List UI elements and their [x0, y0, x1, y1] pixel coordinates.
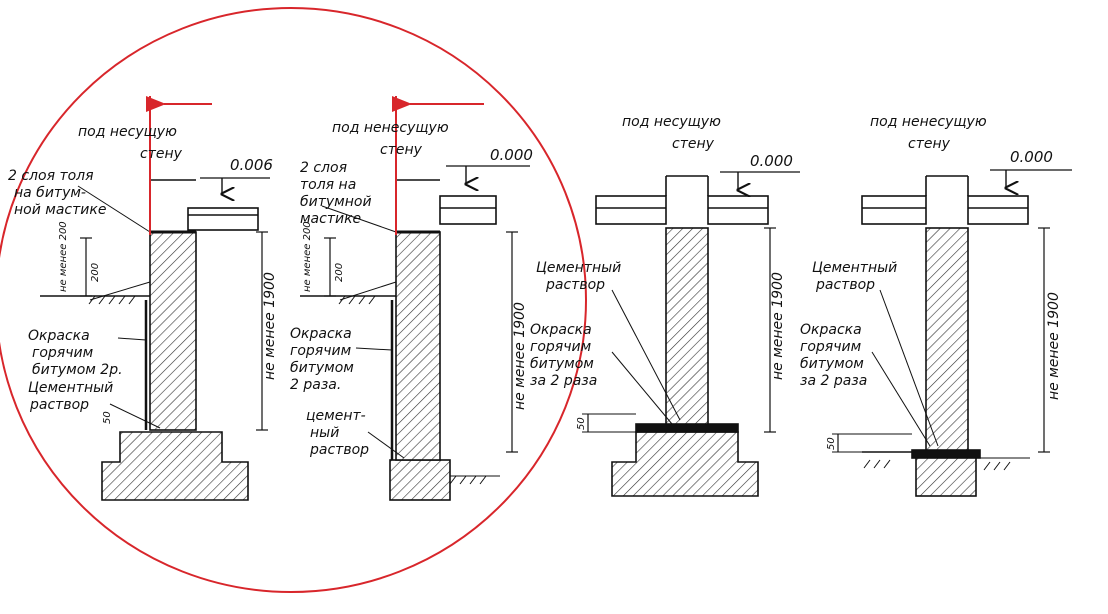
- s2-title-2: стену: [380, 142, 423, 158]
- wall-2: [395, 231, 441, 461]
- s2-paint-1: Окраска: [290, 326, 352, 342]
- s4-title-2: стену: [908, 136, 951, 152]
- s3-elevation: 0.000: [750, 152, 793, 170]
- s2-paint-4: 2 раза.: [290, 377, 341, 393]
- s2-elevation: 0.000: [490, 146, 533, 164]
- section-3: [582, 171, 800, 497]
- s2-min200-dim: не менее 200: [302, 221, 313, 292]
- wall-4: [925, 227, 969, 451]
- s3-paint-4: за 2 раза: [530, 373, 597, 389]
- s4-50-dim: 50: [826, 437, 837, 450]
- highlight-circle: [0, 7, 587, 593]
- s2-mortar-1: цемент-: [306, 408, 366, 424]
- s4-paint-3: битумом: [800, 356, 864, 372]
- s2-200-dim: 200: [334, 263, 345, 282]
- s3-mortar-1: Цементный: [536, 260, 621, 276]
- s2-title-1: под ненесущую: [332, 120, 449, 136]
- s2-layers-2: толя на: [300, 177, 356, 193]
- s2-mortar-2: ный: [310, 425, 339, 441]
- s4-mortar-2: раствор: [815, 277, 875, 293]
- s2-layers-4: мастике: [300, 211, 361, 227]
- s1-layers-1: 2 слоя толя: [8, 168, 94, 184]
- s1-title-2: стену: [140, 146, 183, 162]
- s2-layers-3: битумной: [300, 194, 372, 210]
- s2-paint-2: горячим: [290, 343, 352, 359]
- s3-height-dim: не менее 1900: [770, 272, 786, 380]
- s1-mortar-2: раствор: [29, 397, 89, 413]
- s2-layers-1: 2 слоя: [300, 160, 347, 176]
- s4-paint-1: Окраска: [800, 322, 862, 338]
- s2-mortar-3: раствор: [309, 442, 369, 458]
- section-2: [300, 96, 530, 501]
- s2-height-dim: не менее 1900: [512, 302, 528, 410]
- s1-layers-2: на битум-: [14, 185, 86, 201]
- s4-height-dim: не менее 1900: [1046, 292, 1062, 400]
- s1-paint-2: горячим: [32, 345, 94, 361]
- s1-200-dim: 200: [90, 263, 101, 282]
- wall-3: [665, 227, 709, 425]
- s3-title-1: под несущую: [622, 114, 721, 130]
- s4-paint-4: за 2 раза: [800, 373, 867, 389]
- s1-elevation: 0.006: [230, 156, 273, 174]
- s4-paint-2: горячим: [800, 339, 862, 355]
- wall-1: [149, 231, 197, 431]
- s1-paint-1: Окраска: [28, 328, 90, 344]
- s1-layers-3: ной мастике: [14, 202, 106, 218]
- s1-50-dim: 50: [102, 411, 113, 424]
- s1-title-1: под несущую: [78, 124, 177, 140]
- s3-paint-3: битумом: [530, 356, 594, 372]
- footing-2: [389, 459, 451, 501]
- section-4: [832, 169, 1072, 497]
- s3-paint-1: Окраска: [530, 322, 592, 338]
- s1-height-dim: не менее 1900: [262, 272, 278, 380]
- s1-paint-3: битумом 2р.: [32, 362, 123, 378]
- s4-mortar-1: Цементный: [812, 260, 897, 276]
- s4-elevation: 0.000: [1010, 148, 1053, 166]
- s2-paint-3: битумом: [290, 360, 354, 376]
- s1-min200-dim: не менее 200: [58, 221, 69, 292]
- section-1: [40, 96, 270, 501]
- s3-50-dim: 50: [576, 417, 587, 430]
- footing-1: [101, 431, 249, 501]
- s3-paint-2: горячим: [530, 339, 592, 355]
- s3-mortar-2: раствор: [545, 277, 605, 293]
- s3-title-2: стену: [672, 136, 715, 152]
- footing-3: [611, 431, 759, 497]
- s1-mortar-1: Цементный: [28, 380, 113, 396]
- s4-title-1: под ненесущую: [870, 114, 987, 130]
- footing-4: [915, 455, 977, 497]
